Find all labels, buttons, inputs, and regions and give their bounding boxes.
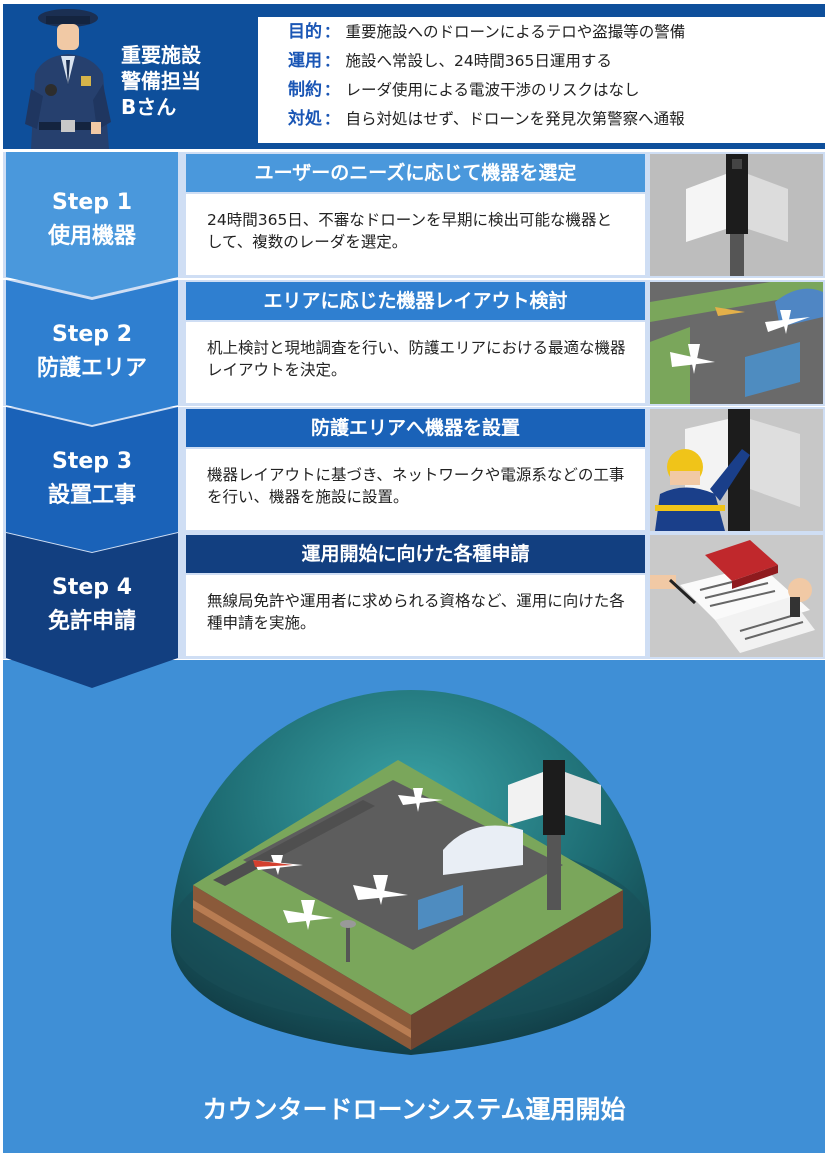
requirement-sep: ：	[324, 52, 340, 70]
persona-line: 重要施設	[121, 43, 201, 67]
step-4-title: 運用開始に向けた各種申請	[186, 535, 645, 573]
license-application-icon	[650, 535, 823, 657]
step-3-chevron	[6, 407, 178, 552]
step-2-description: 机上検討と現地調査を行い、防護エリアにおける最適な機器レイアウトを決定。	[186, 322, 645, 403]
step-number: Step 4	[52, 575, 132, 600]
step-number: Step 2	[52, 322, 132, 347]
step-2-chevron	[6, 280, 178, 425]
step-4-description: 無線局免許や運用者に求められる資格など、運用に向けた各種申請を実施。	[186, 575, 645, 656]
requirement-text: レーダ使用による電波干渉のリスクはなし	[345, 81, 640, 99]
requirement-text: 施設へ常設し、24時間365日運用する	[345, 52, 612, 70]
installation-worker-icon	[650, 409, 823, 531]
step-name: 免許申請	[47, 609, 136, 634]
step-1-chevron	[6, 152, 178, 297]
persona-line: Bさん	[121, 95, 177, 119]
step-description-text: 機器レイアウトに基づき、ネットワークや電源系などの工事を行い、機器を施設に設置。	[207, 466, 625, 506]
persona-line: 警備担当	[121, 69, 201, 93]
step-4-label: Step 4 免許申請	[6, 571, 178, 639]
requirement-sep: ：	[324, 81, 340, 99]
requirement-text: 重要施設へのドローンによるテロや盗撮等の警備	[345, 23, 686, 41]
persona-header: 重要施設 警備担当 Bさん 目的：重要施設へのドローンによるテロや盗撮等の警備 …	[3, 4, 825, 149]
security-guard-icon	[25, 9, 111, 149]
step-3-description: 機器レイアウトに基づき、ネットワークや電源系などの工事を行い、機器を施設に設置。	[186, 449, 645, 530]
step-2-label: Step 2 防護エリア	[6, 318, 178, 386]
requirement-key: 運用	[288, 51, 322, 71]
step-name: 防護エリア	[36, 356, 147, 381]
step-3-label: Step 3 設置工事	[6, 445, 178, 513]
requirement-row: 運用： 施設へ常設し、24時間365日運用する	[288, 49, 612, 73]
airport-layout-icon	[650, 282, 823, 404]
step-description-text: 机上検討と現地調査を行い、防護エリアにおける最適な機器レイアウトを決定。	[207, 339, 626, 379]
requirement-sep: ：	[324, 110, 340, 128]
requirement-key: 制約	[288, 80, 322, 100]
final-result-text: カウンタードローンシステム運用開始	[202, 1095, 626, 1124]
step-description-text: 24時間365日、不審なドローンを早期に検出可能な機器として、複数のレーダを選定…	[207, 211, 613, 251]
result-area: カウンタードローンシステム運用開始	[3, 660, 825, 1153]
step-3-title: 防護エリアへ機器を設置	[186, 409, 645, 447]
step-number: Step 1	[52, 190, 132, 215]
step-name: 設置工事	[47, 483, 136, 508]
persona-name: 重要施設 警備担当 Bさん	[121, 42, 259, 120]
step-1-description: 24時間365日、不審なドローンを早期に検出可能な機器として、複数のレーダを選定…	[186, 194, 645, 275]
requirement-sep: ：	[324, 23, 340, 41]
protected-airport-dome-icon	[171, 690, 651, 1055]
radar-sensor-icon	[650, 154, 823, 276]
step-1-label: Step 1 使用機器	[6, 186, 178, 254]
step-number: Step 3	[52, 449, 132, 474]
requirement-row: 対処： 自ら対処はせず、ドローンを発見次第警察へ通報	[288, 107, 685, 131]
requirements-box: 目的：重要施設へのドローンによるテロや盗撮等の警備 運用：施設へ常設し、24時間…	[258, 17, 825, 143]
requirement-row: 目的： 重要施設へのドローンによるテロや盗撮等の警備	[288, 20, 685, 44]
requirement-key: 目的	[288, 22, 322, 42]
step-2-title: エリアに応じた機器レイアウト検討	[186, 282, 645, 320]
step-4-chevron	[6, 533, 178, 688]
requirement-row: 制約： レーダ使用による電波干渉のリスクはなし	[288, 78, 640, 102]
requirement-key: 対処	[288, 109, 322, 129]
step-name: 使用機器	[47, 224, 136, 249]
step-description-text: 無線局免許や運用者に求められる資格など、運用に向けた各種申請を実施。	[207, 592, 625, 632]
requirement-text: 自ら対処はせず、ドローンを発見次第警察へ通報	[345, 110, 685, 128]
step-1-title: ユーザーのニーズに応じて機器を選定	[186, 154, 645, 192]
